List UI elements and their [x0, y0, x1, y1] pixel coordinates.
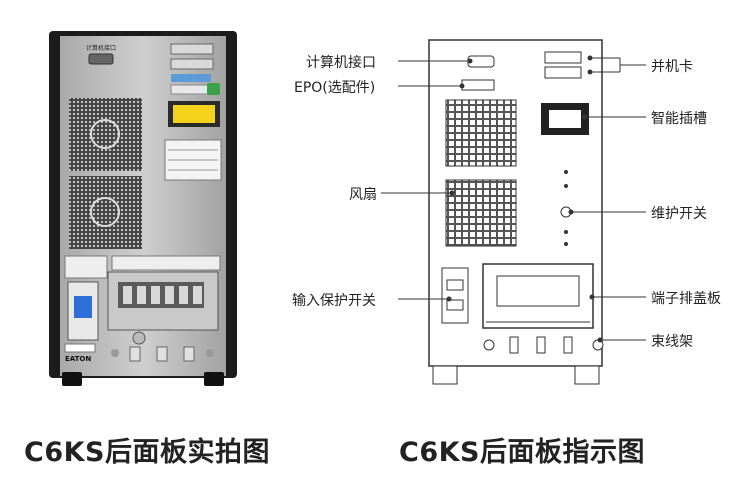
label-maintenance-switch: 维护开关 [651, 206, 707, 222]
diagram-cable-rack-2 [536, 336, 546, 354]
caption-photo: C6KS后面板实拍图 [24, 437, 270, 468]
diagram-epo [461, 79, 495, 91]
diagram-parallel-slot-1 [544, 51, 582, 64]
diagram-foot-right [574, 365, 600, 385]
photo-parallel-slot-1 [170, 43, 214, 55]
photo-warning-label [173, 105, 215, 123]
photo-fan-bottom [69, 176, 142, 249]
label-epo: EPO(选配件) [294, 80, 376, 96]
diagram-fan-bottom [445, 179, 517, 247]
label-cable-rack: 束线架 [651, 334, 693, 350]
diagram-cable-rack-1 [509, 336, 519, 354]
label-smart-slot: 智能插槽 [651, 111, 707, 127]
label-input-protection-switch: 输入保护开关 [292, 293, 376, 309]
photo-computer-port [88, 53, 114, 65]
photo-input-label [64, 255, 108, 279]
diagram-foot-left [432, 365, 458, 385]
photo-barcode [64, 343, 96, 353]
diagram-input-switch [441, 267, 469, 324]
photo-blue-sticker [171, 74, 211, 82]
photo-breaker-toggle [74, 296, 92, 318]
photo-foot-left [62, 372, 82, 386]
label-terminal-cover: 端子排盖板 [651, 291, 721, 307]
diagram-cable-rack-3 [563, 336, 573, 354]
photo-parallel-slot-2 [170, 58, 214, 70]
photo-brand-logo: EATON [65, 355, 92, 363]
photo-cable-rack-1 [132, 331, 146, 345]
photo-foot-right [204, 372, 224, 386]
label-fan: 风扇 [349, 187, 377, 203]
photo-terminal-label [111, 255, 221, 271]
label-computer-port: 计算机接口 [306, 55, 376, 71]
photo-green-badge [207, 83, 220, 95]
diagram-parallel-slot-2 [544, 66, 582, 79]
label-parallel-card: 并机卡 [651, 59, 693, 75]
photo-port-label: 计算机接口 [86, 45, 117, 52]
photo-fan-top [69, 98, 142, 171]
caption-diagram: C6KS后面板指示图 [399, 437, 645, 468]
diagram-fan-top [445, 99, 517, 167]
